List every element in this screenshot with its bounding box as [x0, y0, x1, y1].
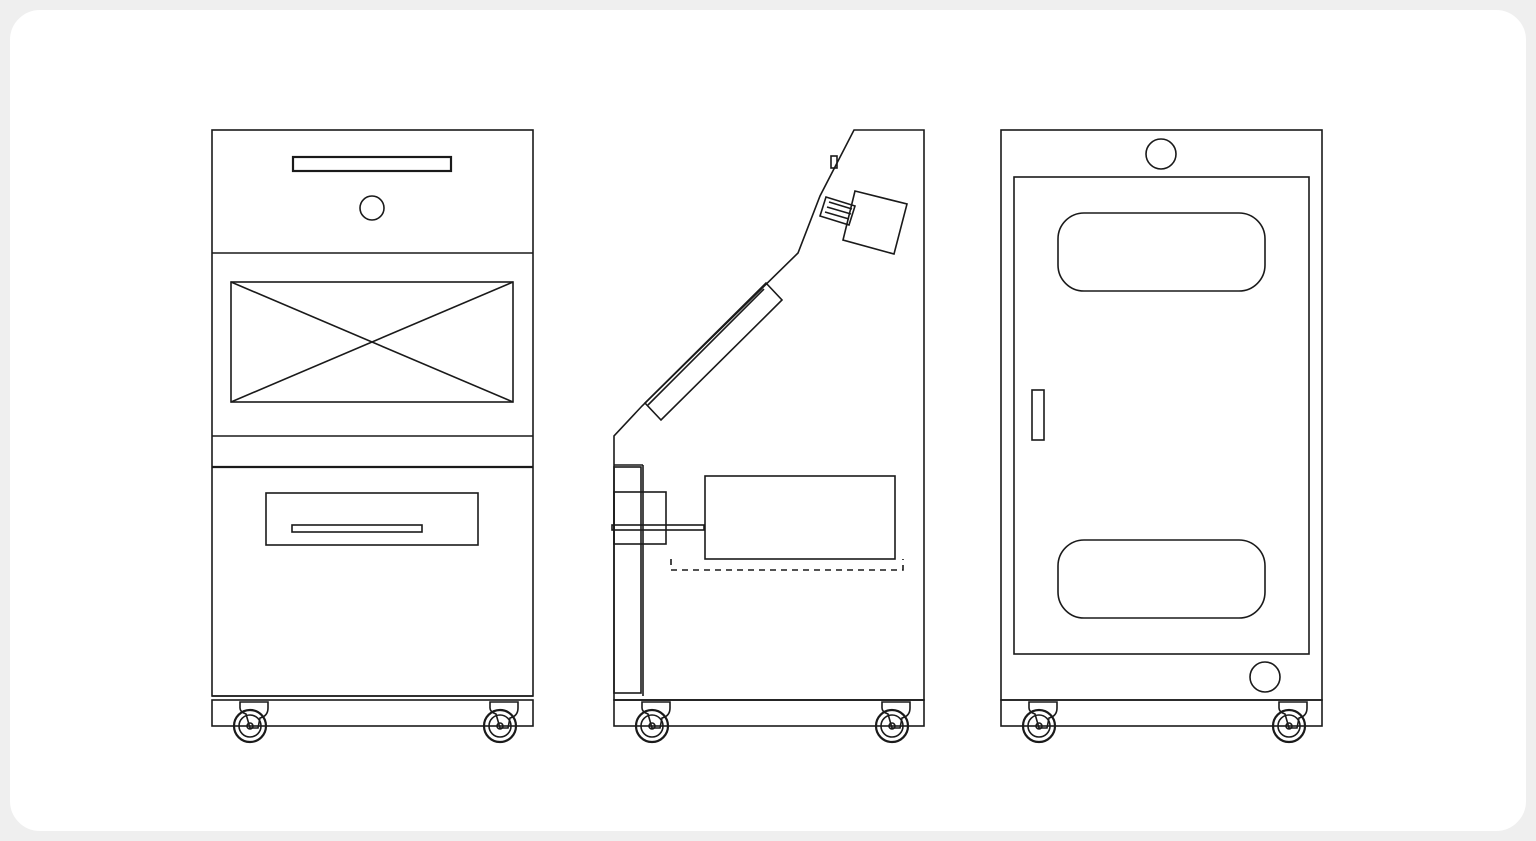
caster-wheel-icon	[1021, 700, 1059, 744]
front-view	[211, 129, 534, 744]
back-bottom-port-icon	[1249, 661, 1281, 693]
front-indicator-icon	[359, 195, 385, 221]
side-drawer-hidden	[670, 559, 904, 571]
front-body	[211, 129, 534, 697]
back-lower-vent	[1057, 539, 1266, 619]
caster-wheel-icon	[874, 700, 912, 744]
front-drawer-handle	[291, 524, 423, 533]
side-door	[613, 466, 642, 694]
back-base	[1000, 699, 1323, 727]
back-upper-vent	[1057, 212, 1266, 292]
back-door	[1013, 176, 1310, 655]
front-screen-panel	[230, 281, 514, 403]
back-body	[1000, 129, 1323, 701]
back-top-port-icon	[1145, 138, 1177, 170]
caster-wheel-icon	[1271, 700, 1309, 744]
back-door-handle	[1031, 389, 1045, 441]
side-outline	[613, 129, 925, 701]
back-view	[1000, 129, 1323, 744]
caster-wheel-icon	[232, 700, 270, 744]
caster-wheel-icon	[482, 700, 520, 744]
caster-wheel-icon	[634, 700, 672, 744]
side-internal-unit	[704, 475, 896, 560]
side-view	[611, 129, 925, 744]
side-camera-icon	[818, 190, 908, 255]
front-base	[211, 699, 534, 727]
front-slot	[291, 155, 453, 173]
front-drawer	[265, 492, 479, 546]
side-screen	[643, 281, 784, 422]
side-base	[613, 699, 925, 727]
